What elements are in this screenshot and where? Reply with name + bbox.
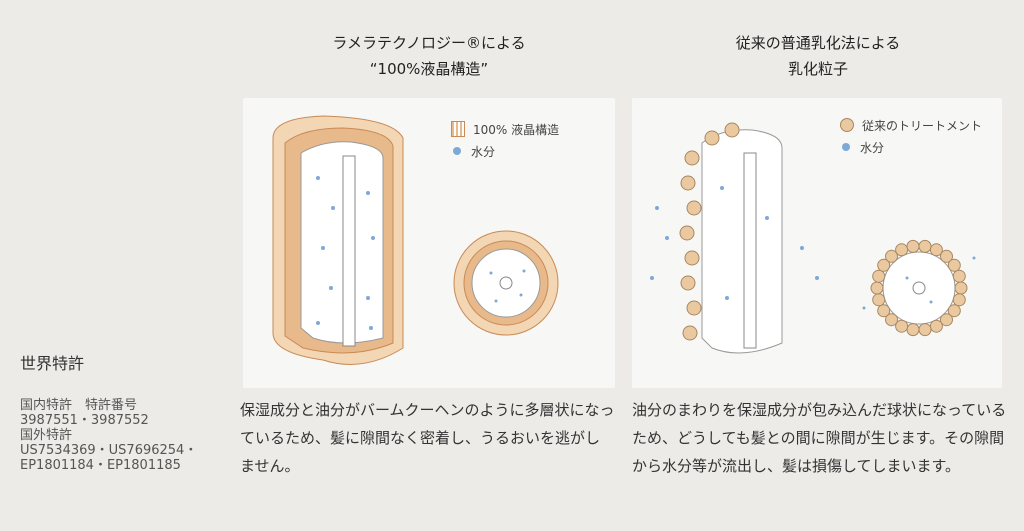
treatment-particle: [877, 304, 891, 318]
treatment-particle: [895, 319, 909, 333]
lamellar-description: 保湿成分と油分がバームクーヘンのように多層状になっているため、髪に隙間なく密着し…: [240, 401, 615, 475]
title-line: 従来の普通乳化法による: [735, 34, 901, 52]
treatment-particle: [877, 258, 891, 272]
treatment-particle: [885, 249, 898, 263]
patent-heading: 世界特許: [20, 354, 85, 373]
treatment-particle: [918, 239, 932, 253]
treatment-particle: [906, 239, 920, 253]
treatment-particle: [940, 249, 953, 263]
patent-line: 国外特許: [20, 428, 73, 443]
layered-hair-cross-section: [272, 115, 404, 365]
water-dot-icon: [453, 147, 461, 155]
treatment-particle: [947, 304, 961, 318]
treatment-particle: [929, 243, 943, 257]
treatment-particle: [918, 323, 932, 337]
patent-list: 国内特許 特許番号 3987551・3987552 国外特許 US7534369…: [20, 398, 197, 473]
treatment-particle: [906, 323, 920, 337]
treatment-particle-icon: [840, 118, 854, 132]
emulsion-hair-illustration: [650, 122, 976, 354]
legend-label: 100% 液晶構造: [473, 122, 560, 137]
patent-line: 3987551・3987552: [20, 413, 149, 428]
treatment-particle: [895, 243, 909, 257]
particle-hair-cross-section: [650, 122, 819, 354]
emulsion-diagram-panel: 従来のトリートメント 水分: [632, 98, 1002, 388]
patent-line: 国内特許 特許番号: [20, 398, 138, 413]
treatment-particle: [954, 281, 968, 295]
patent-line: US7534369・US7696254・: [20, 443, 198, 458]
emulsion-legend: 従来のトリートメント 水分: [840, 114, 982, 158]
patent-line: EP1801184・EP1801185: [20, 458, 181, 473]
lamellar-hair-illustration: [272, 115, 559, 365]
emulsion-description: 油分のまわりを保湿成分が包み込んだ球状になっているため、どうしても髪との間に隙間…: [632, 401, 1007, 475]
legend-label: 水分: [471, 144, 496, 159]
treatment-particle: [872, 293, 886, 307]
layered-hair-circle: [453, 230, 559, 336]
particle-hair-circle: [862, 239, 976, 337]
title-line: 乳化粒子: [787, 60, 848, 78]
lamellar-diagram-panel: 100% 液晶構造 水分: [243, 98, 615, 388]
legend-label: 水分: [860, 140, 885, 155]
treatment-particle: [952, 269, 966, 283]
treatment-particle: [870, 281, 884, 295]
treatment-particle: [872, 269, 886, 283]
treatment-particle: [929, 319, 943, 333]
treatment-particle: [952, 293, 966, 307]
liquid-crystal-swatch-icon: [451, 121, 465, 137]
title-line: ラメラテクノロジー®による: [332, 34, 526, 52]
emulsion-title: 従来の普通乳化法による 乳化粒子: [632, 30, 1004, 82]
treatment-particle: [885, 313, 898, 327]
title-line: “100%液晶構造”: [369, 60, 489, 78]
treatment-particle: [947, 258, 961, 272]
treatment-particle: [940, 313, 953, 327]
lamellar-legend: 100% 液晶構造 水分: [451, 118, 559, 162]
water-dot-icon: [842, 143, 850, 151]
lamellar-title: ラメラテクノロジー®による “100%液晶構造”: [243, 30, 615, 82]
legend-label: 従来のトリートメント: [862, 118, 983, 133]
